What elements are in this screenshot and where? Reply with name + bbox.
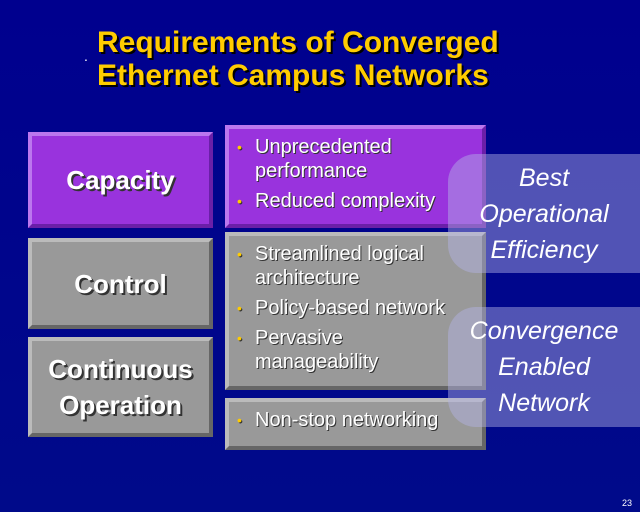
control-bullets: • Streamlined logical architecture • Polic… <box>225 232 486 390</box>
bullet-item: • Policy-based network <box>237 296 474 320</box>
bullet-item: • Unprecedented performance <box>237 135 474 183</box>
bullet-text: Non-stop networking <box>255 409 439 431</box>
category-label: Continuous <box>48 354 193 384</box>
bullet-icon: • <box>237 330 242 346</box>
bullet-icon: • <box>237 193 242 209</box>
outcome-text: Network <box>498 389 590 417</box>
bullet-item: • Non-stop networking <box>237 408 474 432</box>
category-label: Control <box>74 268 167 299</box>
category-label: Operation <box>59 390 182 420</box>
continuous-operation-bullets: • Non-stop networking <box>225 398 486 450</box>
bullet-text: Policy-based network <box>255 297 446 319</box>
bullet-text: Unprecedented performance <box>255 136 392 182</box>
category-control: Control <box>28 238 213 329</box>
bullet-text: Reduced complexity <box>255 190 436 212</box>
title-line-1: Requirements of Converged <box>97 26 499 59</box>
bullet-item: • Reduced complexity <box>237 189 474 213</box>
bullet-text: Pervasive manageability <box>255 327 379 373</box>
capacity-bullets: • Unprecedented performance • Reduced comp… <box>225 125 486 228</box>
outcome-text: Convergence <box>469 317 619 345</box>
title-marker: . <box>84 48 88 64</box>
outcome-text: Efficiency <box>490 235 598 264</box>
bullet-icon: • <box>237 139 242 155</box>
outcome-text: Best <box>518 163 570 192</box>
outcome-text: Enabled <box>498 353 590 381</box>
bullet-item: • Streamlined logical architecture <box>237 242 474 290</box>
bullet-icon: • <box>237 246 242 262</box>
bullet-item: • Pervasive manageability <box>237 326 474 374</box>
outcome-text: Operational <box>479 199 609 228</box>
bullet-icon: • <box>237 412 242 428</box>
category-capacity: Capacity <box>28 132 213 228</box>
page-number: 23 <box>621 498 632 508</box>
bullet-text: Streamlined logical architecture <box>255 243 424 289</box>
bullet-icon: • <box>237 300 242 316</box>
title-line-2: Ethernet Campus Networks <box>97 59 489 92</box>
category-label: Capacity <box>66 165 175 195</box>
